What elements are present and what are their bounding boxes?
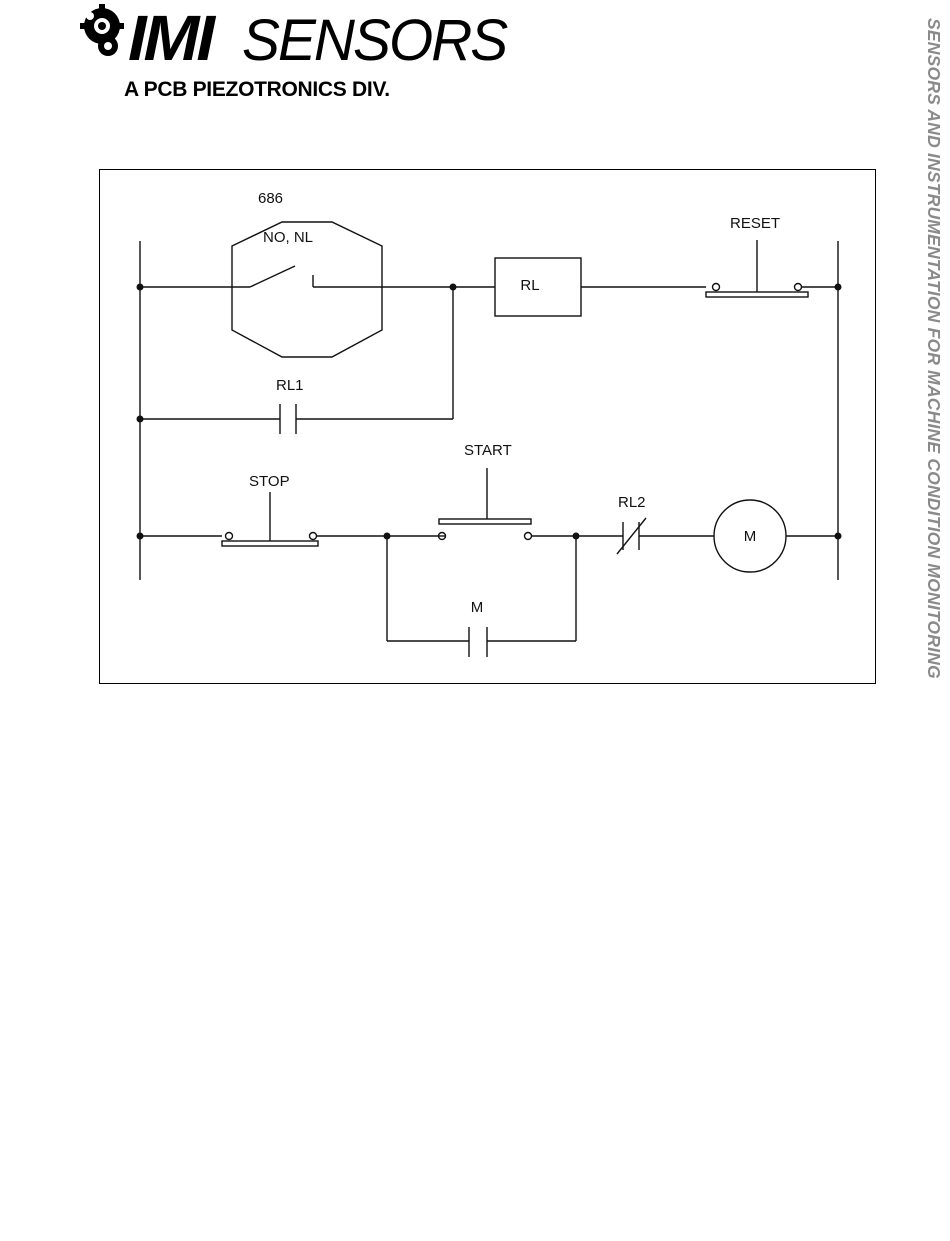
motor-label: M: [744, 528, 757, 545]
stop-button-bar: [222, 541, 318, 546]
motor-contact-label: M: [471, 599, 484, 616]
brand-tagline: A PCB PIEZOTRONICS DIV.: [124, 78, 390, 102]
reset-button-label: RESET: [730, 215, 780, 232]
switch-contact-label: NO, NL: [263, 229, 313, 246]
brand-sensors-text: SENSORS: [242, 8, 506, 74]
stop-button-label: STOP: [249, 473, 290, 490]
start-button-bar: [439, 519, 531, 524]
gear-logo-icon: [80, 4, 128, 60]
wiring-diagram: 686 NO, NL RL RESET RL1 STOP START RL2 M…: [99, 169, 876, 684]
side-banner-text: SENSORS AND INSTRUMENTATION FOR MACHINE …: [923, 18, 944, 679]
start-button-label: START: [464, 442, 512, 459]
company-logo: IMI SENSORS A PCB PIEZOTRONICS DIV.: [80, 2, 480, 102]
brand-imi-text: IMI: [128, 2, 212, 74]
relay-contact-1-label: RL1: [276, 377, 304, 394]
wiring-diagram-svg: 686 NO, NL RL RESET RL1 STOP START RL2 M…: [100, 170, 877, 685]
relay-contact-2-label: RL2: [618, 494, 646, 511]
switch-model-label: 686: [258, 190, 283, 207]
side-banner: SENSORS AND INSTRUMENTATION FOR MACHINE …: [920, 10, 950, 1010]
relay-coil-label: RL: [520, 277, 539, 294]
reset-button-bar: [706, 292, 808, 297]
